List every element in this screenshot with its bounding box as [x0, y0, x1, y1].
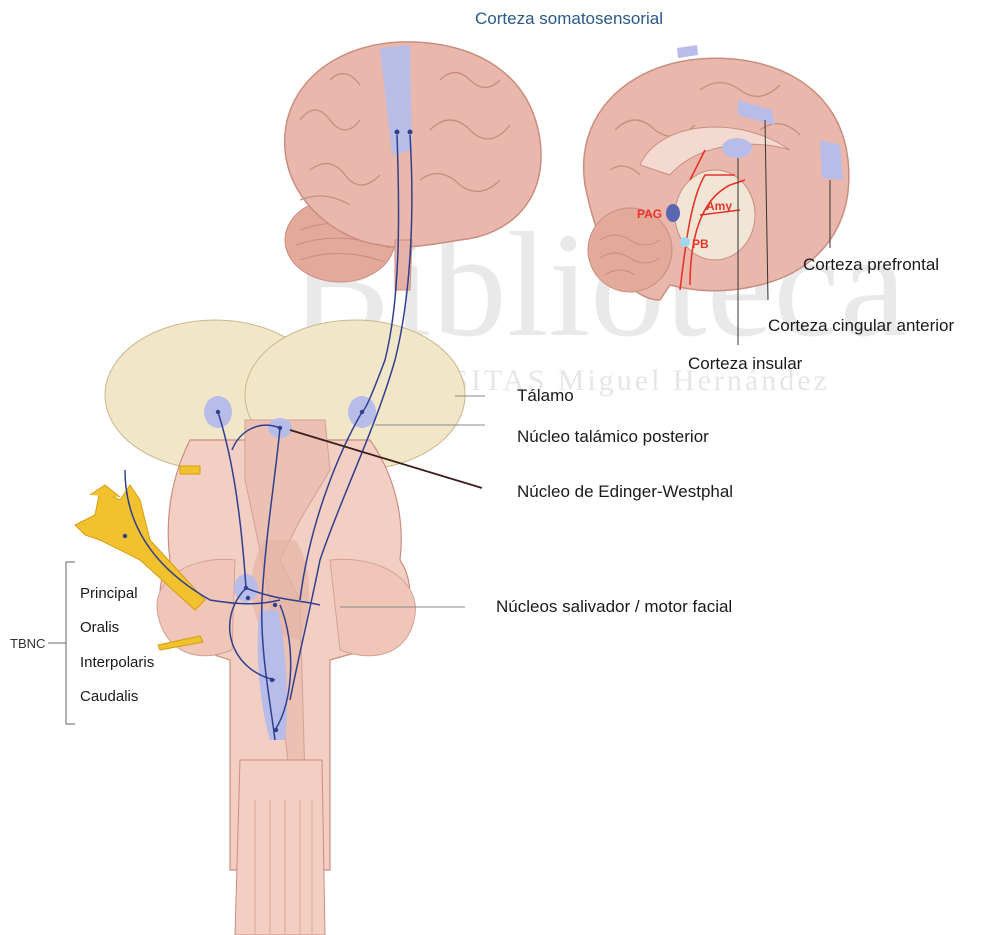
tbnc-subnucleus-interpolaris: Interpolaris: [80, 654, 154, 671]
label-nucleo-talamico-posterior: Núcleo talámico posterior: [517, 427, 709, 446]
label-corteza-cingular-anterior: Corteza cingular anterior: [768, 316, 954, 335]
prefrontal-highlight: [820, 140, 843, 180]
brainstem: [105, 320, 465, 935]
pag-nucleus: [666, 204, 680, 222]
tbnc-subnucleus-principal: Principal: [80, 585, 138, 602]
label-nucleo-edinger-westphal: Núcleo de Edinger-Westphal: [517, 482, 733, 501]
pb-nucleus: [680, 237, 690, 247]
somatosensory-cortex-title: Corteza somatosensorial: [475, 9, 663, 28]
label-corteza-prefrontal: Corteza prefrontal: [803, 255, 939, 274]
amy-label: Amy: [706, 199, 732, 213]
label-tbnc: TBNC: [10, 636, 45, 651]
label-nucleos-salivador-motor-facial: Núcleos salivador / motor facial: [496, 597, 732, 616]
label-corteza-insular: Corteza insular: [688, 354, 803, 373]
pag-label: PAG: [637, 207, 662, 221]
tbnc-subnucleus-oralis: Oralis: [80, 619, 119, 636]
tbnc-bracket: [48, 562, 75, 724]
tbnc-subnucleus-caudalis: Caudalis: [80, 688, 138, 705]
medial-somatosensory-highlight: [677, 45, 698, 58]
insular-highlight: [722, 138, 752, 158]
pb-label: PB: [692, 237, 709, 251]
label-talamo: Tálamo: [517, 386, 574, 405]
